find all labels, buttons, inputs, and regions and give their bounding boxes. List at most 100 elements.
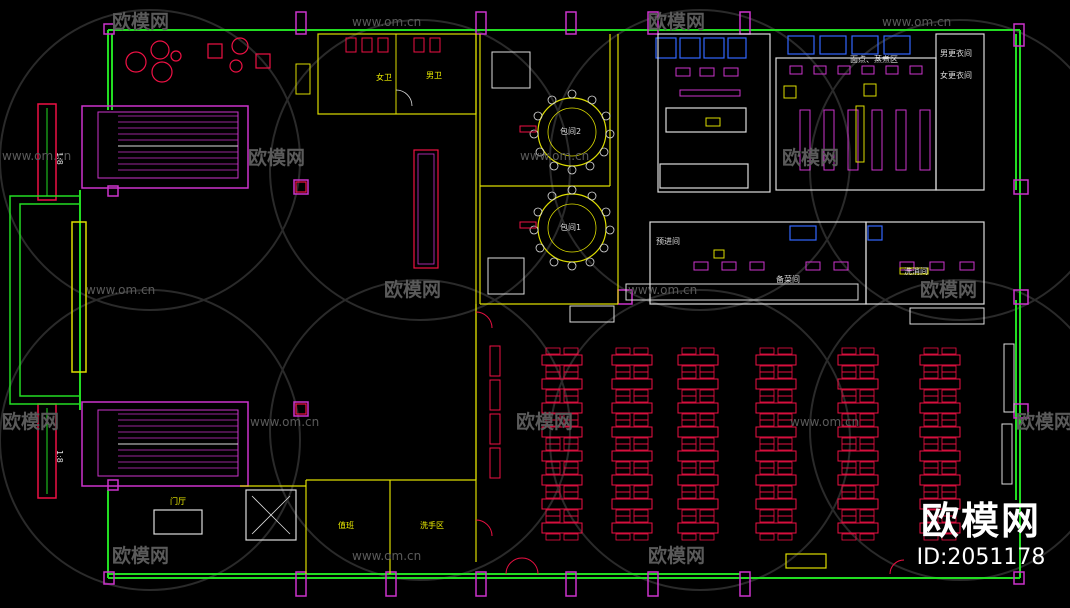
dining-table (755, 371, 797, 397)
dining-table (541, 347, 583, 373)
watermark-brand: 欧模网 (920, 278, 977, 301)
watermark-url: www.om.cn (352, 15, 421, 29)
dining-table (677, 491, 719, 517)
dining-table (837, 419, 879, 445)
dining-table (677, 395, 719, 421)
watermark-url: www.om.cn (2, 149, 71, 163)
watermarks: 欧模网 www.om.cn 欧模网 www.om.cn www.om.cn 欧模… (2, 10, 1070, 567)
dining-table (919, 419, 961, 445)
dining-table (919, 347, 961, 373)
watermark-brand: 欧模网 (1016, 410, 1070, 433)
room-label-kitchen-area: 面点、蒸煮区 (850, 54, 898, 64)
watermark-brand: 欧模网 (782, 146, 839, 169)
dining-table (837, 467, 879, 493)
dining-table (677, 443, 719, 469)
dining-table (919, 443, 961, 469)
dining-table (611, 443, 653, 469)
stairs-bottom (81, 401, 249, 487)
dining-table (611, 419, 653, 445)
dining-table (677, 419, 719, 445)
dining-table (677, 467, 719, 493)
interior-partitions (240, 34, 619, 574)
watermark-circles (0, 9, 1070, 591)
dining-table (541, 515, 583, 541)
doors (475, 311, 905, 575)
room-label-prep-room: 预进间 (656, 236, 680, 246)
dining-table (611, 371, 653, 397)
room-label-hall: 门厅 (170, 496, 186, 506)
dining-table (541, 443, 583, 469)
watermark-brand: 欧模网 (112, 544, 169, 567)
lobby-counter (413, 149, 439, 269)
private-room-2-table (519, 89, 615, 175)
dining-table (677, 371, 719, 397)
watermark-url: www.om.cn (882, 15, 951, 29)
corner-id: ID:2051178 (916, 545, 1046, 570)
dining-table (919, 515, 961, 541)
watermark-brand: 欧模网 (648, 10, 705, 33)
dining-table (677, 347, 719, 373)
dining-table (611, 491, 653, 517)
corner-brand: 欧模网 (920, 499, 1041, 543)
watermark-url: www.om.cn (250, 415, 319, 429)
dining-table (837, 347, 879, 373)
room-label-dish-room: 洗消间 (904, 266, 928, 276)
square-tables (487, 51, 531, 295)
booth-seats (489, 345, 501, 479)
entrance-hall (153, 489, 297, 541)
dining-table (837, 443, 879, 469)
watermark-brand: 欧模网 (2, 410, 59, 433)
dining-table (755, 347, 797, 373)
dining-table (677, 515, 719, 541)
dining-table (919, 395, 961, 421)
dining-table (919, 467, 961, 493)
room-label-hand-wash: 洗手区 (420, 520, 444, 530)
watermark-brand: 欧模网 (248, 146, 305, 169)
right-windows (1001, 343, 1015, 485)
outer-walls (79, 29, 1021, 579)
dining-table (755, 395, 797, 421)
dining-table (611, 347, 653, 373)
watermark-brand: 欧模网 (112, 10, 169, 33)
corner-watermark: 欧模网 ID:2051178 (896, 498, 1066, 572)
watermark-url: www.om.cn (352, 549, 421, 563)
dining-table (755, 515, 797, 541)
dining-table (541, 371, 583, 397)
dining-table (837, 515, 879, 541)
watermark-brand: 欧模网 (648, 544, 705, 567)
room-label-male-wc: 男卫 (426, 71, 442, 80)
room-label-private-1: 包间1 (560, 222, 581, 232)
dining-table (919, 371, 961, 397)
private-room-1-table (519, 185, 615, 271)
dining-tables (541, 347, 961, 541)
left-balcony (9, 195, 87, 405)
dining-table (541, 491, 583, 517)
watermark-url: www.om.cn (790, 415, 859, 429)
watermark-brand: 欧模网 (516, 410, 573, 433)
room-label-staff-kitchen: 备菜间 (776, 274, 800, 284)
ramp-label-bottom: 1:8 (55, 450, 64, 463)
dining-table (755, 491, 797, 517)
watermark-brand: 欧模网 (384, 278, 441, 301)
kitchen-counters (675, 65, 975, 271)
dining-table (611, 515, 653, 541)
ramp-label-top: 1:8 (55, 152, 64, 165)
kitchen-serving-line (569, 283, 985, 325)
kitchen-fixtures-yellow (705, 83, 929, 275)
room-label-duty: 值班 (338, 520, 354, 530)
watermark-url: www.om.cn (520, 149, 589, 163)
lobby-columns (295, 181, 307, 415)
room-label-female-wc: 女卫 (376, 72, 392, 82)
watermark-url: www.om.cn (86, 283, 155, 297)
room-label-male-locker: 男更衣间 (940, 48, 972, 58)
lounge-furniture (125, 37, 271, 83)
dining-table (755, 467, 797, 493)
dining-table (611, 395, 653, 421)
dining-table (611, 467, 653, 493)
kitchen-partitions (649, 33, 985, 305)
dining-table (755, 443, 797, 469)
dining-table (837, 491, 879, 517)
service-counter (785, 553, 827, 569)
left-ramp-top (37, 103, 57, 201)
